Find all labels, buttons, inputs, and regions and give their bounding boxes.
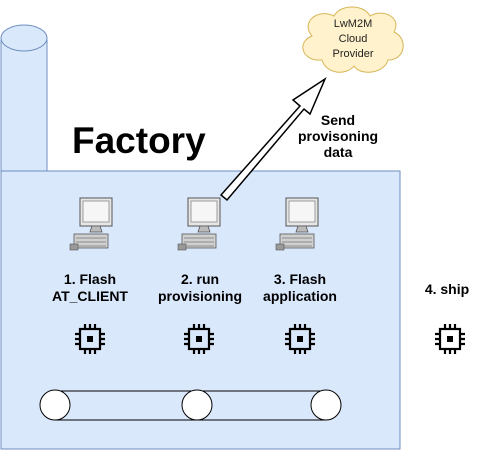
step-label-line: AT_CLIENT bbox=[52, 288, 128, 304]
cloud-label: LwM2M Cloud Provider bbox=[318, 17, 388, 62]
computer-icon bbox=[275, 197, 319, 251]
arrow-label-line: provisoning bbox=[297, 128, 379, 144]
factory-chimney bbox=[0, 39, 48, 172]
chip-icon bbox=[435, 324, 465, 354]
step-label-flash-application: 3. Flash application bbox=[250, 271, 350, 305]
chip-icon bbox=[75, 324, 105, 354]
step-label-line: 4. ship bbox=[424, 281, 470, 297]
arrow-label-line: data bbox=[323, 144, 353, 160]
arrow-label: Send provisoning data bbox=[288, 112, 388, 160]
step-label-line: application bbox=[263, 288, 337, 304]
chip-icon bbox=[184, 324, 214, 354]
conveyor-roller bbox=[181, 389, 213, 421]
step-label-ship: 4. ship bbox=[400, 281, 494, 298]
step-label-line: 2. run bbox=[180, 271, 220, 287]
step-label-line: 1. Flash bbox=[63, 271, 117, 287]
conveyor-roller bbox=[39, 389, 71, 421]
step-label-line: 3. Flash bbox=[273, 271, 327, 287]
conveyor-belt bbox=[39, 389, 342, 421]
factory-title: Factory bbox=[72, 120, 206, 161]
cloud-label-line: LwM2M bbox=[333, 18, 373, 30]
conveyor-roller bbox=[310, 389, 342, 421]
chimney-top bbox=[0, 24, 48, 52]
computer-icon bbox=[177, 197, 221, 251]
step-label-line: provisioning bbox=[158, 288, 242, 304]
cloud-shape bbox=[302, 6, 404, 73]
cloud-label-line: Provider bbox=[332, 48, 374, 60]
step-label-flash-at-client: 1. Flash AT_CLIENT bbox=[40, 271, 140, 305]
arrow-label-line: Send bbox=[320, 112, 356, 128]
step-label-run-provisioning: 2. run provisioning bbox=[150, 271, 250, 305]
computer-icon bbox=[69, 197, 113, 251]
upload-arrow bbox=[219, 77, 327, 202]
cloud-label-line: Cloud bbox=[338, 33, 368, 45]
chip-icon bbox=[285, 324, 315, 354]
